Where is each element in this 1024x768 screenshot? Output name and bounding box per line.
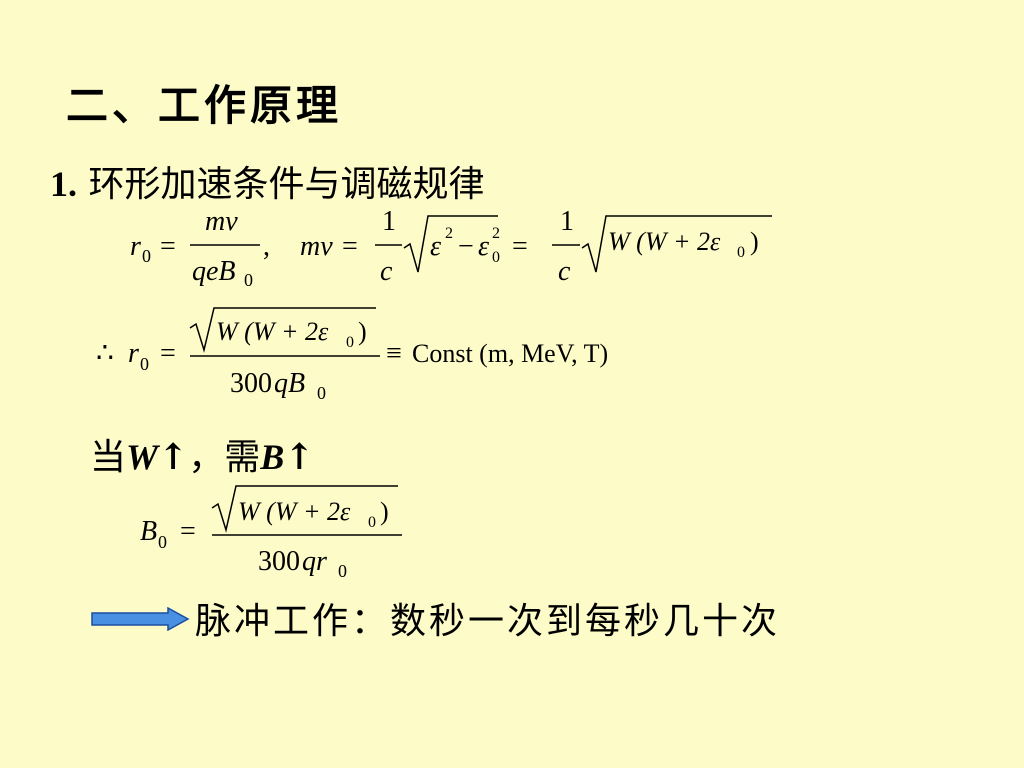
f3-eq: = [180, 516, 196, 547]
f1-r: r [130, 231, 141, 262]
section-title: 二、工作原理 [66, 81, 343, 130]
f3-num: W (W + 2ε [238, 497, 351, 526]
f1-eq1: = [160, 231, 176, 262]
f1-eq2: = [342, 231, 358, 262]
cond-b: B [260, 437, 285, 477]
f1-r-sub: 0 [142, 246, 151, 266]
f2-num-sub: 0 [346, 334, 354, 351]
f1-w-sub: 0 [737, 244, 745, 261]
f1-eps-sq: 2 [445, 225, 453, 242]
f1-sqrt2 [581, 215, 772, 273]
f1-num: mv [205, 206, 238, 237]
f1-eps0-sq: 2 [492, 225, 500, 242]
arrow-up-icon: ↑ [284, 436, 315, 478]
f2-num-close: ) [358, 317, 367, 346]
f2-den-sub: 0 [317, 383, 326, 403]
f2-r: r [128, 338, 139, 369]
cond-prefix: 当 [90, 437, 127, 478]
formula-1: r 0 = mv qeB 0 , mv = 1 c ε 2 − ε 2 0 = … [130, 206, 772, 290]
f1-c-b: c [558, 256, 571, 287]
f1-den: qeB [192, 256, 236, 287]
arrow-up-icon: ↑ [158, 436, 189, 478]
condition-line: 当W↑，需B↑ [90, 428, 314, 480]
f1-minus: − [458, 231, 474, 262]
f2-den: 300 [230, 368, 272, 399]
subsection-number: 1. [50, 164, 77, 204]
cond-w: W [126, 437, 159, 477]
f1-comma: , [263, 231, 270, 262]
cond-mid: 需 [224, 437, 261, 478]
f3-num-close: ) [380, 497, 389, 526]
cond-comma: ， [188, 437, 225, 478]
f3-den-var: qr [302, 546, 327, 577]
f1-c-a: c [380, 256, 393, 287]
right-arrow-icon [91, 607, 190, 631]
formula-3: B 0 = W (W + 2ε 0 ) 300 qr 0 [140, 485, 402, 581]
subsection-title: 环形加速条件与调磁规律 [88, 164, 485, 205]
f1-one-b: 1 [560, 206, 574, 237]
formula-2: ∴ r 0 = W (W + 2ε 0 ) 300 qB 0 ≡ Const (… [96, 307, 608, 403]
f1-eps0: ε [478, 231, 489, 262]
f2-sqrt [189, 307, 376, 353]
f1-one-a: 1 [382, 206, 396, 237]
f1-den-sub: 0 [244, 270, 253, 290]
f2-eq: = [160, 338, 176, 369]
f2-den-var: qB [274, 368, 305, 399]
f2-num: W (W + 2ε [216, 317, 329, 346]
subsection-heading: 1. 环形加速条件与调磁规律 [50, 155, 484, 207]
f1-mv: mv [300, 231, 333, 262]
f3-b: B [140, 516, 157, 547]
f1-eps0-sub: 0 [492, 249, 500, 266]
pulse-text: 脉冲工作：数秒一次到每秒几十次 [195, 601, 781, 642]
f2-const: Const (m, MeV, T) [412, 339, 608, 368]
f3-den-sub: 0 [338, 561, 347, 581]
f1-w-close: ) [750, 227, 759, 256]
f2-therefore: ∴ [96, 338, 114, 369]
f1-w-expr: W (W + 2ε [608, 227, 721, 256]
f1-eps: ε [430, 231, 441, 262]
f1-sqrt1 [403, 215, 498, 273]
f3-num-sub: 0 [368, 514, 376, 531]
f3-b-sub: 0 [158, 532, 167, 552]
f1-eq3: = [512, 231, 528, 262]
f2-r-sub: 0 [140, 354, 149, 374]
f3-sqrt [211, 485, 398, 533]
f3-den: 300 [258, 546, 300, 577]
f2-equiv: ≡ [386, 338, 402, 369]
